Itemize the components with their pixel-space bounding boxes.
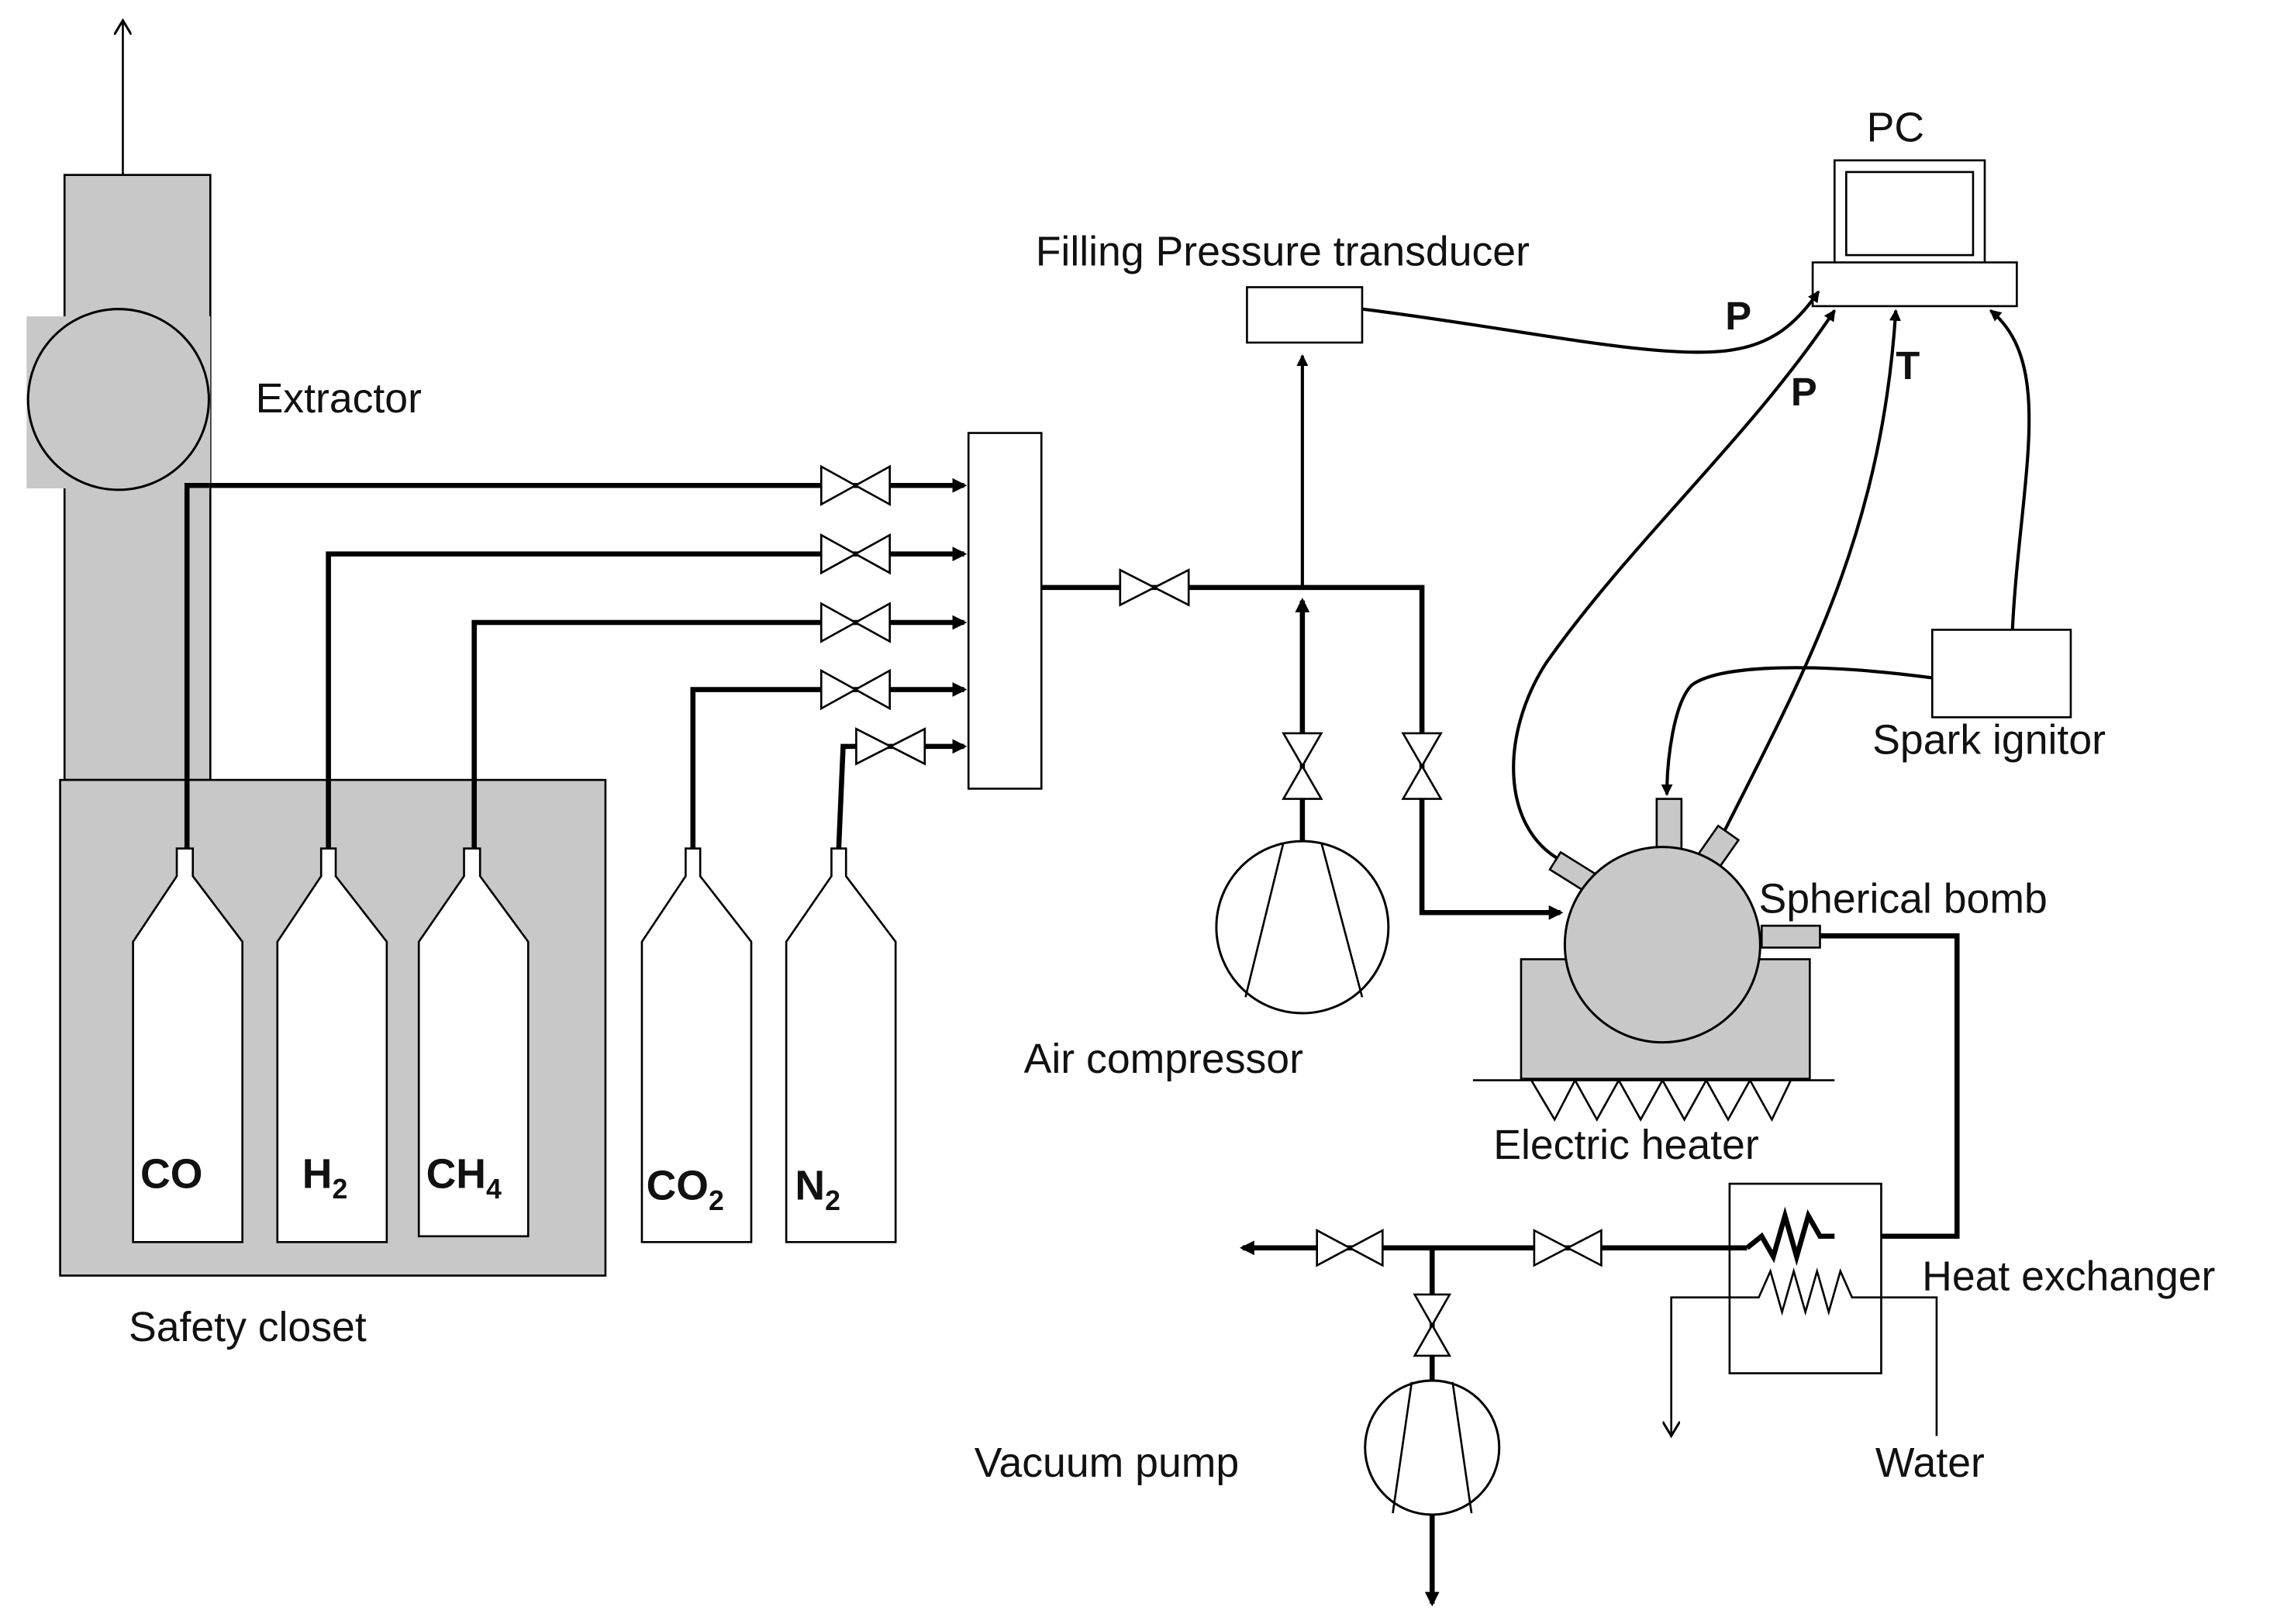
heat-exchanger-coil-hot [1745,1206,1835,1267]
filling-pressure-transducer-label: Filling Pressure transducer [1036,228,1530,274]
gas-label-n2: N2 [795,1163,840,1216]
valve-co-line [819,464,891,506]
wire-bomb-pressure-to-pc [1512,309,1837,862]
bomb-port-outlet [1760,924,1821,949]
valve-ch4-line [819,602,891,643]
signal-p-bomb: P [1791,370,1817,414]
electric-heater-label: Electric heater [1493,1122,1758,1168]
gas-label-co2: CO2 [647,1163,724,1216]
filling-pressure-transducer [1246,286,1364,344]
gas-label-co: CO [140,1151,202,1198]
signal-p-transducer: P [1725,294,1751,338]
air-compressor-label: Air compressor [1024,1036,1303,1082]
extractor-label: Extractor [256,375,422,422]
gas-manifold [967,432,1043,790]
gas-cylinder-h2 [276,847,388,1243]
extractor-fan [26,308,210,491]
safety-closet-label: Safety closet [129,1304,367,1350]
gas-cylinder-co [132,847,243,1243]
valve-h2-line [819,533,891,575]
valve-bomb-fill [1401,732,1443,800]
valve-vacuum [1413,1293,1452,1357]
spark-ignitor [1930,629,2072,719]
air-compressor [1215,840,1390,1015]
electric-heater [1472,1077,1835,1122]
valve-n2-line [855,727,926,766]
wire-transducer-to-pc [1361,290,1820,354]
valve-co2-line [819,668,891,711]
extractor-chimney [26,20,212,781]
valve-exhaust-outer [1316,1229,1384,1267]
valve-main-line [1119,568,1190,607]
vacuum-pump-label: Vacuum pump [975,1440,1239,1486]
gas-label-ch4: CH4 [426,1151,502,1205]
bomb-outlet-line [1820,933,1960,1240]
bomb-port-ignitor [1655,798,1683,853]
valve-air-compressor [1282,732,1323,800]
wire-ignitor-to-pc [1989,309,2031,630]
gas-label-h2: H2 [302,1151,348,1205]
gas-cylinder-co2 [640,847,753,1243]
signal-t-bomb: T [1896,343,1920,388]
gas-cylinder-ch4 [417,847,530,1238]
valve-exhaust-inner [1533,1229,1603,1267]
vacuum-pump [1364,1379,1501,1516]
gas-cylinder-n2 [785,847,897,1243]
spark-ignitor-label: Spark ignitor [1872,716,2106,763]
heat-exchanger [1728,1182,1882,1374]
wire-bomb-temperature-to-pc [1719,309,1901,840]
spherical-bomb [1563,846,1761,1044]
pc-label: PC [1867,104,1924,150]
pc-computer [1811,159,2018,308]
wire-ignitor-to-bomb [1661,666,1933,796]
spherical-bomb-label: Spherical bomb [1758,875,2047,922]
water-label: Water [1875,1440,1985,1486]
heat-exchanger-label: Heat exchanger [1922,1253,2215,1299]
heat-exchanger-coil-water [1672,1267,1938,1436]
